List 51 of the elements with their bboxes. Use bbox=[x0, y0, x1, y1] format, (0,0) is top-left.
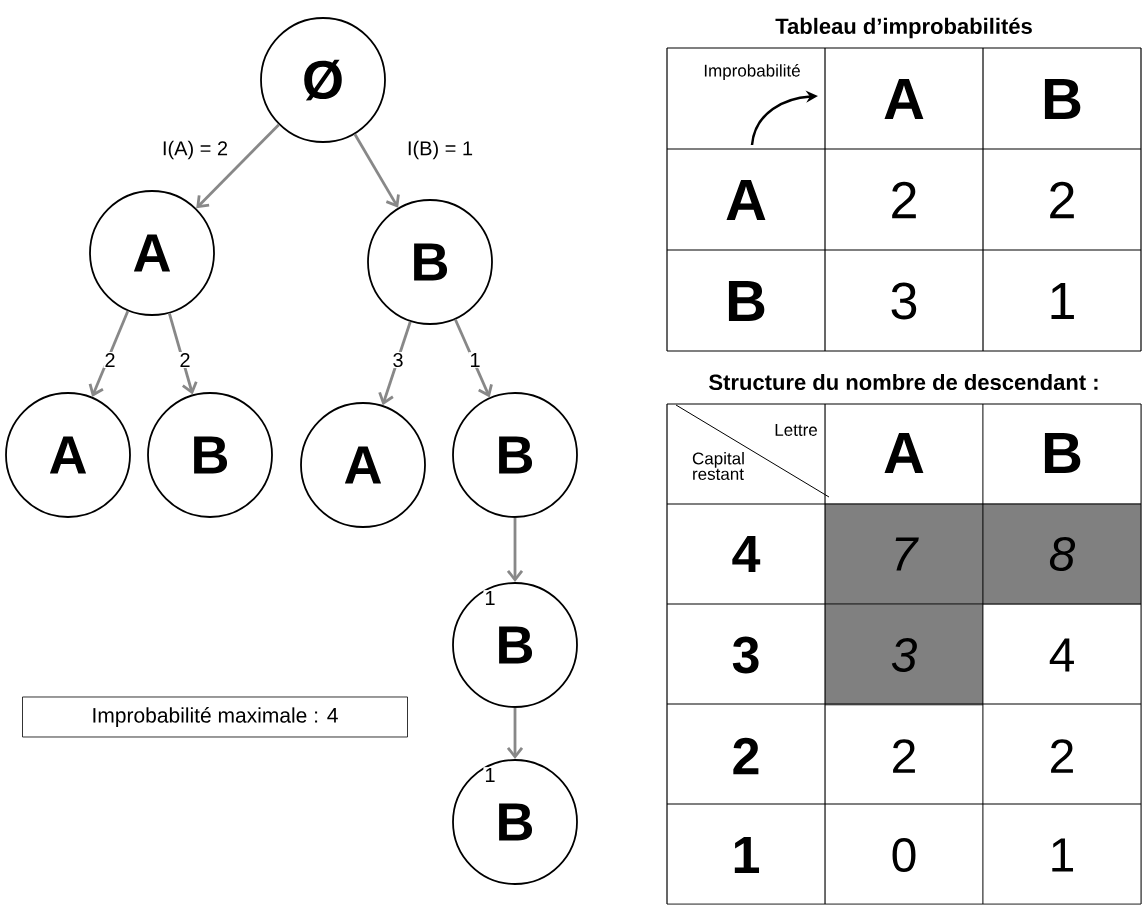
edge-label: 2 bbox=[103, 352, 117, 368]
table-cell: 2 bbox=[1050, 181, 1074, 219]
corner-label: Improbabilité bbox=[704, 64, 800, 80]
row-header: 3 bbox=[732, 636, 759, 674]
arrow bbox=[506, 707, 524, 760]
arrow bbox=[506, 517, 524, 583]
row-header: B bbox=[728, 281, 765, 321]
arrow bbox=[168, 313, 198, 395]
tree-node: A bbox=[89, 190, 215, 316]
arrow bbox=[196, 123, 280, 209]
row-header: 4 bbox=[732, 536, 761, 572]
tree-node: Ø bbox=[260, 17, 386, 143]
table-cell: 1 bbox=[1051, 283, 1074, 319]
tree-node: B bbox=[367, 199, 493, 325]
row-header: 1 bbox=[734, 837, 759, 873]
note-box: Improbabilité maximale : 4 bbox=[22, 696, 408, 738]
table-cell: 3 bbox=[825, 604, 983, 706]
table-cell: 2 bbox=[892, 181, 916, 219]
table-cell: 7 bbox=[825, 503, 983, 605]
table-cell: 3 bbox=[891, 282, 917, 320]
arrow bbox=[88, 310, 130, 397]
table-cell: 8 bbox=[983, 503, 1141, 605]
table-cell: 0 bbox=[892, 838, 916, 872]
edge-label: I(B) = 1 bbox=[405, 139, 475, 161]
tree-node: A bbox=[5, 392, 131, 518]
edge-label: 3 bbox=[391, 351, 405, 369]
table-cell: 1 bbox=[1052, 838, 1073, 872]
table-cell: 2 bbox=[893, 739, 915, 773]
tree-node: A bbox=[300, 402, 426, 528]
column-header: A bbox=[884, 79, 924, 119]
edge-label: 2 bbox=[178, 352, 192, 368]
corner-label: Lettre bbox=[775, 424, 817, 436]
row-header: A bbox=[726, 180, 766, 220]
tree-node: B bbox=[452, 392, 578, 518]
table-cell: 2 bbox=[1051, 739, 1073, 773]
column-header: A bbox=[884, 433, 924, 473]
arrow bbox=[378, 321, 412, 406]
table-cell: 4 bbox=[1049, 638, 1074, 672]
edge-label: 1 bbox=[483, 590, 497, 606]
table-title: Structure du nombre de descendant : bbox=[709, 373, 1098, 391]
arrow bbox=[353, 133, 400, 208]
tree-node: B bbox=[147, 392, 273, 518]
edge-label: 1 bbox=[468, 352, 482, 368]
row-header: 2 bbox=[733, 737, 759, 775]
table-title: Tableau d’improbabilités bbox=[775, 17, 1032, 39]
corner-label: Capital restant bbox=[692, 452, 744, 480]
edge-label: 1 bbox=[483, 767, 497, 783]
column-header: B bbox=[1044, 433, 1081, 473]
arrow bbox=[454, 319, 493, 398]
edge-label: I(A) = 2 bbox=[160, 139, 230, 161]
column-header: B bbox=[1044, 79, 1081, 119]
